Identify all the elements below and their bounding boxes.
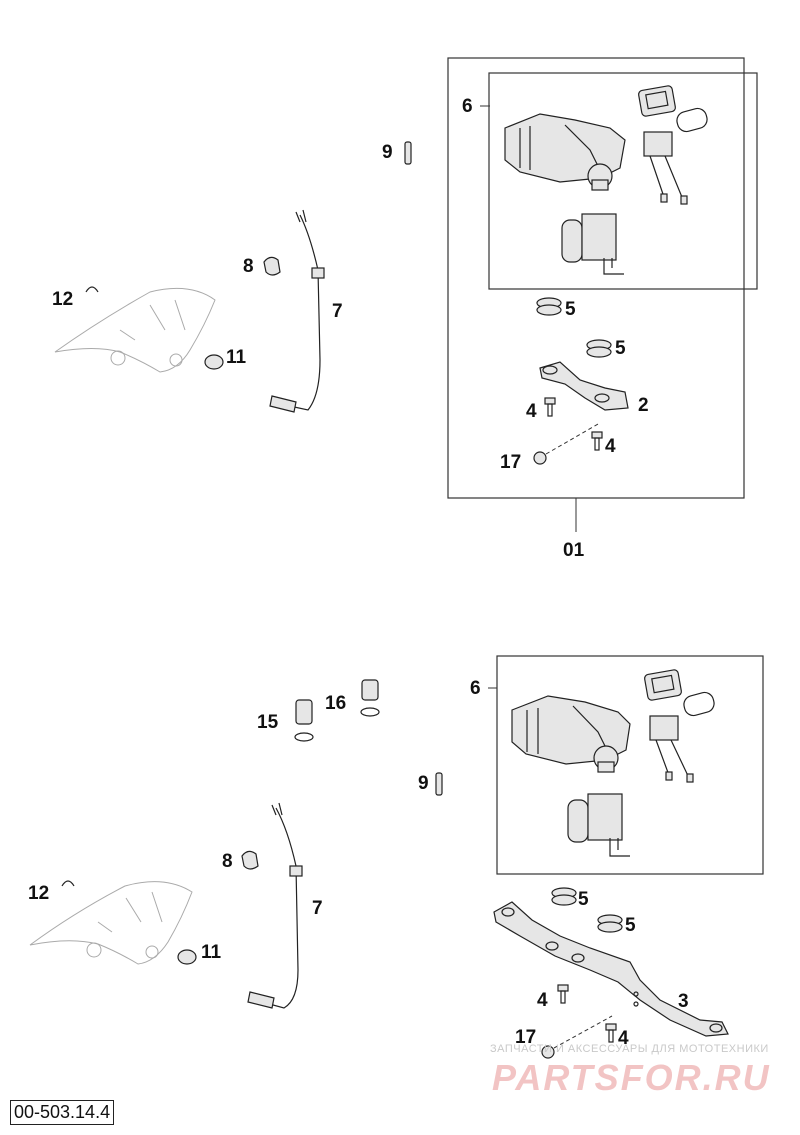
cable xyxy=(269,209,325,413)
callout-17: 17 xyxy=(515,1027,536,1048)
watermark-brand: PARTSFOR.RU xyxy=(492,1057,771,1098)
callout-01: 01 xyxy=(563,540,585,561)
bolt xyxy=(591,431,603,451)
callout-2: 2 xyxy=(638,395,649,416)
top-assembly: 6 9 8 7 12 11 xyxy=(52,57,758,561)
mounting-bracket xyxy=(493,901,729,1037)
callout-12: 12 xyxy=(28,883,49,904)
callout-17: 17 xyxy=(500,452,521,473)
callout-4: 4 xyxy=(526,401,537,422)
watermark: ЗАПЧАСТИ И АКСЕССУАРЫ ДЛЯ МОТОТЕХНИКИ PA… xyxy=(490,1043,771,1098)
callout-4: 4 xyxy=(537,990,548,1011)
cable xyxy=(247,802,303,1009)
switch-block xyxy=(561,213,624,275)
callout-9: 9 xyxy=(418,773,429,794)
switch-housing xyxy=(511,695,631,773)
callout-8: 8 xyxy=(222,851,233,872)
callout-8: 8 xyxy=(243,256,254,277)
callout-16: 16 xyxy=(325,693,346,714)
watermark-tagline: ЗАПЧАСТИ И АКСЕССУАРЫ ДЛЯ МОТОТЕХНИКИ xyxy=(490,1043,769,1055)
grommet xyxy=(551,887,577,906)
bolt xyxy=(544,397,556,417)
cable-clip xyxy=(241,850,259,870)
switch-cap xyxy=(638,85,708,133)
callout-7: 7 xyxy=(332,301,343,322)
grommet xyxy=(586,339,612,358)
callout-5: 5 xyxy=(615,338,626,359)
kit-outer-box xyxy=(447,57,745,499)
bolt xyxy=(557,984,569,1004)
callout-12: 12 xyxy=(52,289,73,310)
switch-housing xyxy=(504,113,626,191)
bolt xyxy=(605,1023,617,1043)
switch-connector xyxy=(643,131,688,205)
plug xyxy=(360,679,380,717)
callout-11: 11 xyxy=(201,942,222,963)
grommet xyxy=(597,914,623,933)
pin xyxy=(435,772,443,796)
frame-outline xyxy=(29,881,193,965)
drawing-code: 00-503.14.4 xyxy=(10,1100,115,1125)
callout-4: 4 xyxy=(618,1028,629,1049)
switch-connector xyxy=(649,715,694,783)
nut xyxy=(204,354,224,370)
retaining-ring xyxy=(85,286,99,293)
pin xyxy=(404,141,412,165)
switch-inner-box xyxy=(488,72,758,290)
switch-cap xyxy=(644,669,715,717)
grommet xyxy=(536,297,562,316)
callout-4: 4 xyxy=(605,436,616,457)
mounting-bracket xyxy=(539,361,629,411)
callout-6: 6 xyxy=(470,678,481,699)
cable-clip xyxy=(263,256,281,276)
plug xyxy=(294,699,314,742)
screw xyxy=(541,1045,555,1059)
callout-6: 6 xyxy=(462,96,473,117)
switch-inner-box xyxy=(496,655,764,875)
callout-5: 5 xyxy=(565,299,576,320)
callout-5: 5 xyxy=(625,915,636,936)
retaining-ring xyxy=(61,880,75,887)
callout-15: 15 xyxy=(257,712,279,733)
callout-11: 11 xyxy=(226,347,247,368)
nut xyxy=(177,949,197,965)
callout-5: 5 xyxy=(578,889,589,910)
callout-7: 7 xyxy=(312,898,323,919)
bottom-assembly: 6 16 xyxy=(28,655,764,1059)
screw xyxy=(533,451,547,465)
frame-outline xyxy=(54,287,216,373)
callout-9: 9 xyxy=(382,142,393,163)
switch-block xyxy=(567,793,630,857)
callout-3: 3 xyxy=(678,991,689,1012)
